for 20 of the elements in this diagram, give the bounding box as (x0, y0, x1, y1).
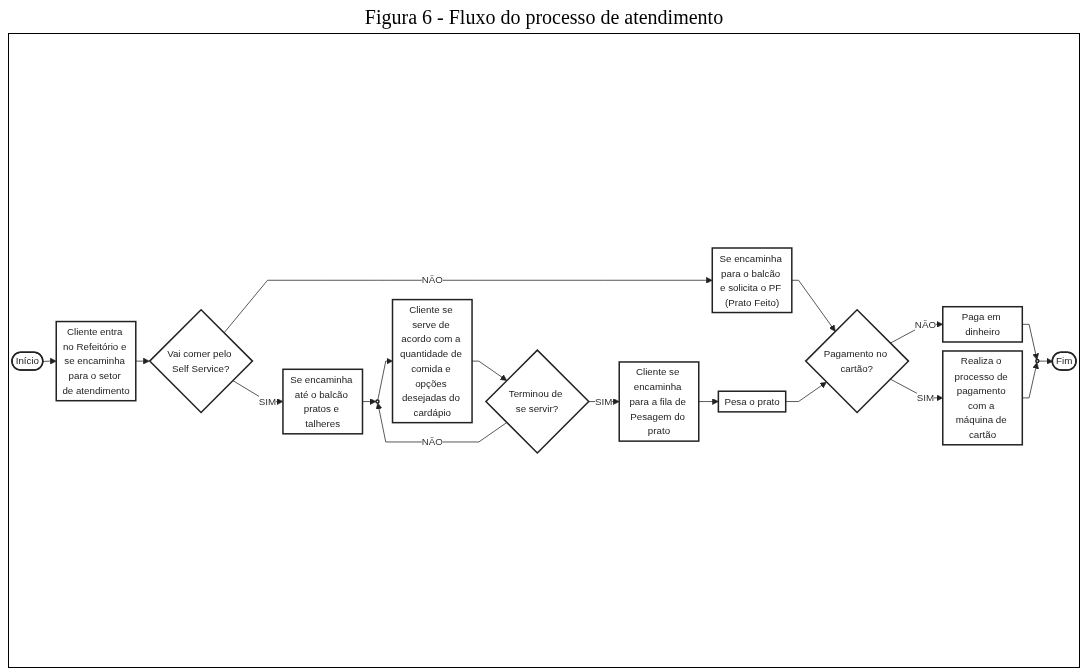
node-box: Cliente se serve de acordo com a quantidade de comida e opções desejadas do cardápio (391, 298, 473, 424)
node-box: Se encaminha até o balcão pratos e talheres (282, 368, 364, 435)
node-diamond: Vai comer pelo Self Service? (148, 308, 254, 414)
edge-label: NÃO (421, 436, 443, 448)
node-box: Pesa o prato (717, 390, 787, 413)
edge-label: NÃO (914, 318, 937, 330)
node-box: Realiza o processo de pagamento com a máquina de cartão (942, 350, 1024, 446)
node-circle (1035, 358, 1040, 364)
node-circle (375, 399, 380, 404)
node-diamond: Terminou de se servir? (484, 349, 590, 455)
node-box: Cliente se encaminha para a fila de Pesagem do prato (618, 361, 700, 442)
node-box: Cliente entra no Refeitório e se encaminha para o setor de atendimento (55, 320, 137, 402)
figure-title: Figura 6 - Fluxo do processo de atendimento (364, 6, 724, 29)
edge-label: SIM (916, 392, 935, 404)
edge-label: NÃO (421, 274, 443, 286)
edge-label: SIM (258, 395, 277, 408)
node-box: Se encaminha para o balcão e solicita o PF (Prato Feito) (711, 247, 793, 314)
node-box: Paga em dinheiro (942, 306, 1024, 343)
edge-label: SIM (595, 395, 613, 408)
node-diamond: Pagamento no cartão? (804, 308, 910, 414)
